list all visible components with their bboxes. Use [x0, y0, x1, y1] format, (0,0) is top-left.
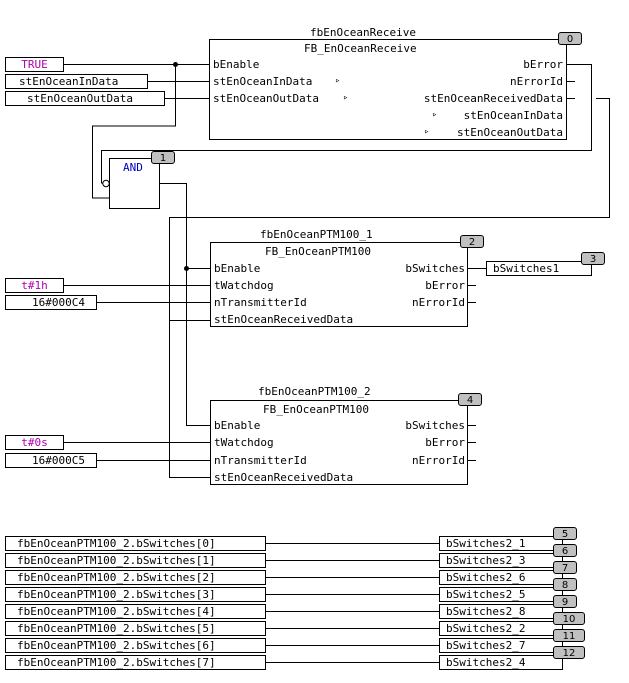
fb4-output-nerrorid: nErrorId	[412, 454, 465, 467]
const-watchdog-0s[interactable]: t#0s	[5, 435, 64, 450]
fb2-instance-name: fbEnOceanPTM100_1	[260, 228, 373, 241]
const-transmitter-c4[interactable]: 16#000C4	[5, 295, 97, 310]
assign-dst-2[interactable]: bSwitches2_6	[439, 570, 563, 585]
out-bswitches1-badge: 3	[581, 252, 605, 265]
assign-src-4[interactable]: fbEnOceanPTM100_2.bSwitches[4]	[5, 604, 266, 619]
fb0-input-outdata: stEnOceanOutData	[213, 92, 319, 105]
assign-src-7[interactable]: fbEnOceanPTM100_2.bSwitches[7]	[5, 655, 266, 670]
fb2-block[interactable]	[210, 242, 468, 327]
fb2-output-berror: bError	[425, 279, 465, 292]
assign-src-6[interactable]: fbEnOceanPTM100_2.bSwitches[6]	[5, 638, 266, 653]
and-badge: 1	[151, 151, 175, 164]
assign-src-2[interactable]: fbEnOceanPTM100_2.bSwitches[2]	[5, 570, 266, 585]
assign-dst-3[interactable]: bSwitches2_5	[439, 587, 563, 602]
fb0-output-indata: stEnOceanInData	[463, 109, 563, 122]
fb4-block[interactable]	[210, 400, 468, 485]
const-transmitter-c5[interactable]: 16#000C5	[5, 453, 97, 468]
fb4-output-berror: bError	[425, 436, 465, 449]
fb2-type-name: FB_EnOceanPTM100	[265, 245, 371, 258]
fb4-badge: 4	[458, 393, 482, 406]
assign-dst-1[interactable]: bSwitches2_3	[439, 553, 563, 568]
assign-badge-6: 11	[553, 629, 585, 642]
fb2-input-twatchdog: tWatchdog	[214, 279, 274, 292]
fb0-inout-arrow-1: ▹	[335, 76, 341, 86]
fb0-input-benable: bEnable	[213, 58, 260, 71]
var-enocean-outdata[interactable]: stEnOceanOutData	[5, 91, 165, 106]
fb0-inout-arrow-4: ▹	[424, 127, 430, 137]
fb0-output-outdata: stEnOceanOutData	[457, 126, 563, 139]
fb0-block[interactable]	[209, 39, 567, 140]
fb0-input-inddata: stEnOceanInData	[213, 75, 313, 88]
fb4-input-benable: bEnable	[214, 419, 261, 432]
assign-badge-0: 5	[553, 527, 577, 540]
fb2-input-ntransmitterid: nTransmitterId	[214, 296, 307, 309]
fb0-badge: 0	[558, 32, 582, 45]
fb0-instance-name: fbEnOceanReceive	[310, 26, 416, 39]
fb4-output-bswitches: bSwitches	[405, 419, 465, 432]
fb0-output-receiveddata: stEnOceanReceivedData	[423, 92, 563, 105]
fb2-badge: 2	[460, 235, 484, 248]
assign-badge-2: 7	[553, 561, 577, 574]
fb2-input-benable: bEnable	[214, 262, 261, 275]
fb0-inout-arrow-2: ▹	[343, 93, 349, 103]
fb0-output-berror: bError	[523, 58, 563, 71]
assign-dst-4[interactable]: bSwitches2_8	[439, 604, 563, 619]
assign-badge-7: 12	[553, 646, 585, 659]
fb4-input-receiveddata: stEnOceanReceivedData	[214, 471, 354, 484]
assign-badge-3: 8	[553, 578, 577, 591]
assign-src-0[interactable]: fbEnOceanPTM100_2.bSwitches[0]	[5, 536, 266, 551]
fb0-inout-arrow-3: ▹	[432, 110, 438, 120]
const-true[interactable]: TRUE	[5, 57, 64, 72]
fb4-type-name: FB_EnOceanPTM100	[263, 403, 369, 416]
assign-badge-5: 10	[553, 612, 585, 625]
assign-src-1[interactable]: fbEnOceanPTM100_2.bSwitches[1]	[5, 553, 266, 568]
fb2-output-nerrorid: nErrorId	[412, 296, 465, 309]
assign-dst-5[interactable]: bSwitches2_2	[439, 621, 563, 636]
var-enocean-indata[interactable]: stEnOceanInData	[5, 74, 148, 89]
fb0-type-name: FB_EnOceanReceive	[304, 42, 417, 55]
assign-dst-6[interactable]: bSwitches2_7	[439, 638, 563, 653]
fb2-input-receiveddata: stEnOceanReceivedData	[214, 313, 354, 326]
assign-dst-0[interactable]: bSwitches2_1	[439, 536, 563, 551]
assign-src-5[interactable]: fbEnOceanPTM100_2.bSwitches[5]	[5, 621, 266, 636]
assign-src-3[interactable]: fbEnOceanPTM100_2.bSwitches[3]	[5, 587, 266, 602]
fb4-input-twatchdog: tWatchdog	[214, 436, 274, 449]
fb0-output-nerrorid: nErrorId	[510, 75, 563, 88]
assign-dst-7[interactable]: bSwitches2_4	[439, 655, 563, 670]
and-label: AND	[123, 161, 143, 174]
fb4-instance-name: fbEnOceanPTM100_2	[258, 385, 371, 398]
const-watchdog-1h[interactable]: t#1h	[5, 278, 64, 293]
out-bswitches1[interactable]: bSwitches1	[486, 261, 592, 276]
fb2-output-bswitches: bSwitches	[405, 262, 465, 275]
and-block[interactable]	[109, 158, 160, 209]
assign-badge-4: 9	[553, 595, 577, 608]
assign-badge-1: 6	[553, 544, 577, 557]
fb4-input-ntransmitterid: nTransmitterId	[214, 454, 307, 467]
